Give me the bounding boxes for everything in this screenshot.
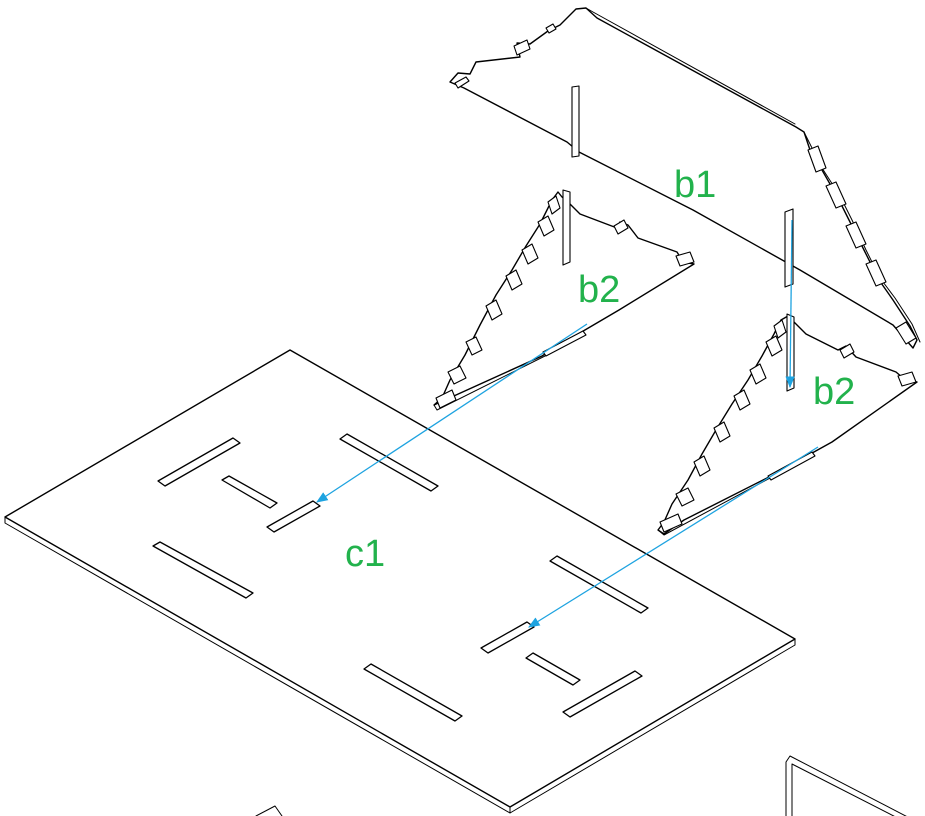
slot [339, 433, 439, 492]
label-b2-right: b2 [813, 371, 855, 413]
slot [549, 555, 649, 614]
panel-b2-right [657, 313, 918, 536]
slot [363, 663, 463, 722]
label-c1: c1 [345, 533, 385, 575]
slot [157, 437, 241, 487]
slot [152, 541, 254, 599]
panel-c1-top-face [4, 349, 796, 808]
panel-c1 [4, 349, 796, 814]
slot [562, 670, 643, 718]
panel-b1-rib [571, 85, 580, 158]
partial-panel-right [785, 755, 907, 816]
slot [221, 475, 278, 509]
arrow-b2-left-to-c1 [316, 323, 588, 503]
arrow-b1-to-b2 [785, 219, 795, 389]
panel-b2-left [433, 189, 695, 411]
assembly-arrows [316, 219, 819, 628]
panel-b1 [449, 7, 921, 349]
panel-b2-left-rib [562, 189, 571, 266]
slot [525, 652, 581, 686]
label-b2-left: b2 [578, 269, 620, 311]
label-b1: b1 [674, 164, 716, 206]
arrow-b2-right-to-c1 [528, 446, 819, 628]
slot [266, 500, 321, 533]
partial-panel-left [255, 805, 283, 816]
